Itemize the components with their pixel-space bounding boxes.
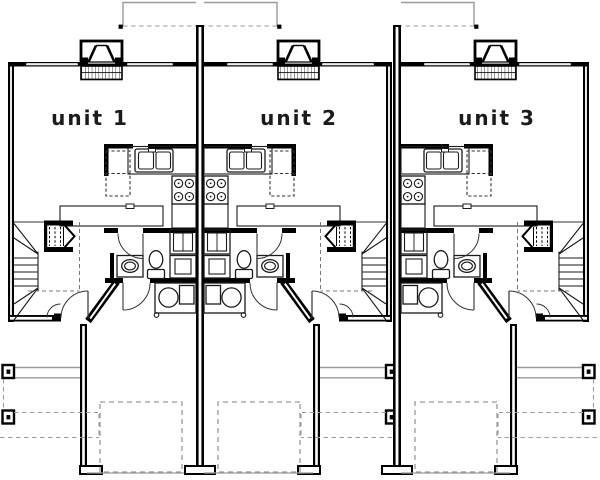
unit-3-label: unit 3	[458, 106, 536, 130]
unit-1-label: unit 1	[51, 106, 129, 130]
unit-1-plan	[0, 3, 215, 475]
unit-3-plan	[382, 3, 597, 475]
unit-2-plan	[185, 3, 400, 475]
unit-2-label: unit 2	[260, 106, 338, 130]
